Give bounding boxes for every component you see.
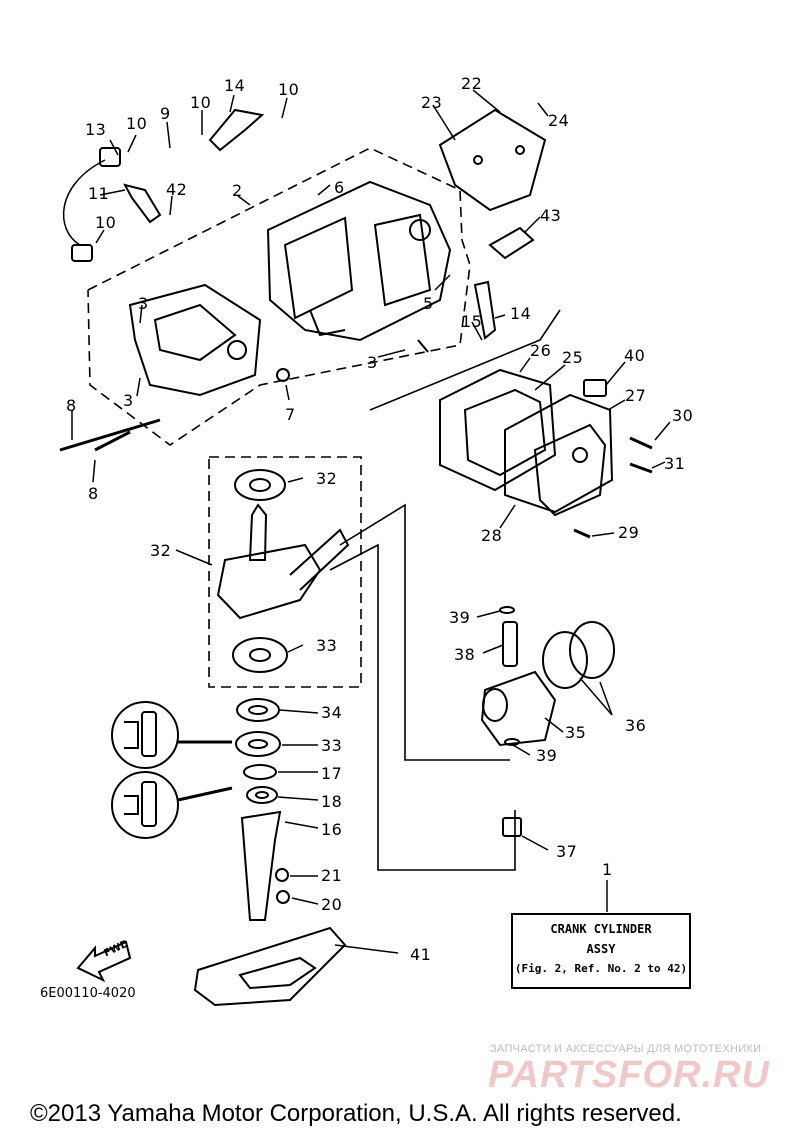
crankshaft-dashed-box	[208, 456, 362, 688]
fwd-label-svg: FWD	[102, 938, 126, 959]
callout-19: 20	[321, 895, 343, 914]
callout-7: 8	[66, 396, 77, 415]
callout-36: 36	[625, 716, 647, 735]
callout-23: 24	[548, 111, 570, 130]
callout-14-label: 14	[510, 304, 532, 323]
leader-lines	[71, 89, 671, 954]
lower-mount	[193, 810, 347, 1007]
hoses-small-parts	[59, 108, 653, 837]
copyright-notice: ©2013 Yamaha Motor Corporation, U.S.A. A…	[30, 1100, 682, 1127]
callout-18: 18	[321, 792, 343, 811]
assembly-title-box: CRANK CYLINDER ASSY (Fig. 2, Ref. No. 2 …	[511, 913, 691, 989]
callout-33-label: 33	[321, 736, 343, 755]
callout-3a: 3	[138, 294, 149, 313]
head-gaskets	[439, 368, 614, 517]
callout-10d: 10	[95, 213, 117, 232]
part-code: 6E00110-4020	[40, 986, 136, 1001]
callout-40: 40	[624, 346, 646, 365]
fwd-arrow	[76, 940, 132, 983]
callout-30: 31	[664, 454, 686, 473]
callout-11: 11	[88, 184, 110, 203]
callout-10c: 10	[278, 80, 300, 99]
watermark-subtitle: ЗАПЧАСТИ И АКСЕССУАРЫ ДЛЯ МОТОТЕХНИКИ	[490, 1043, 762, 1055]
callout-37: 37	[556, 842, 578, 861]
callout-27: 28	[481, 526, 503, 545]
callout-15: 15	[461, 312, 483, 331]
callout-41: 41	[410, 945, 432, 964]
callout-38: 38	[454, 645, 476, 664]
callout-10b: 10	[190, 93, 212, 112]
callout-12: 13	[85, 120, 107, 139]
callout-6: 7	[285, 405, 296, 424]
callout-39a: 39	[449, 608, 471, 627]
callout-39b: 39	[536, 746, 558, 765]
callout-10a: 10	[126, 114, 148, 133]
exhaust-cover	[438, 108, 547, 212]
callout-2: 2	[232, 181, 243, 200]
callout-5: 6	[334, 178, 345, 197]
cylinder-dashed-outline	[87, 147, 471, 446]
crankcase-body	[266, 180, 452, 342]
lower-crankcase	[128, 283, 262, 397]
callout-3c: 3	[123, 391, 134, 410]
title-line-3: (Fig. 2, Ref. No. 2 to 42)	[514, 962, 688, 975]
callout-31: 32	[150, 541, 172, 560]
callout-43: 43	[540, 206, 562, 225]
callout-42: 42	[166, 180, 188, 199]
callout-35: 35	[565, 723, 587, 742]
callout-34: 34	[321, 703, 343, 722]
callout-22: 23	[421, 93, 443, 112]
callout-29: 30	[672, 406, 694, 425]
callout-13: 14	[224, 76, 246, 95]
callout-32b: 33	[316, 636, 338, 655]
callout-1: 1	[602, 860, 613, 879]
crankshaft	[216, 469, 350, 673]
conrod-piston-line	[339, 503, 510, 761]
title-line-2: ASSY	[586, 942, 616, 956]
callout-28: 29	[618, 523, 640, 542]
callout-3b: 3	[367, 353, 378, 372]
callout-26: 27	[625, 386, 647, 405]
head-leader-outline	[369, 309, 561, 411]
callout-4: 5	[423, 294, 434, 313]
callout-32a: 32	[316, 469, 338, 488]
callout-25: 26	[530, 341, 552, 360]
callout-20: 21	[321, 866, 343, 885]
seal-detail-circles	[111, 701, 233, 839]
callout-17: 17	[321, 764, 343, 783]
callout-24: 25	[562, 348, 584, 367]
fwd-text: FWD	[102, 938, 126, 959]
title-line-1: CRANK CYLINDER	[550, 922, 652, 936]
watermark-logo: PARTSFOR.RU	[488, 1054, 770, 1096]
callout-9: 9	[160, 104, 171, 123]
bearing-to-oilpan-line	[329, 543, 516, 871]
callout-8-label: 8	[88, 484, 99, 503]
seals-bearings	[235, 698, 281, 804]
callout-21: 22	[461, 74, 483, 93]
piston	[480, 606, 615, 747]
callout-16: 16	[321, 820, 343, 839]
